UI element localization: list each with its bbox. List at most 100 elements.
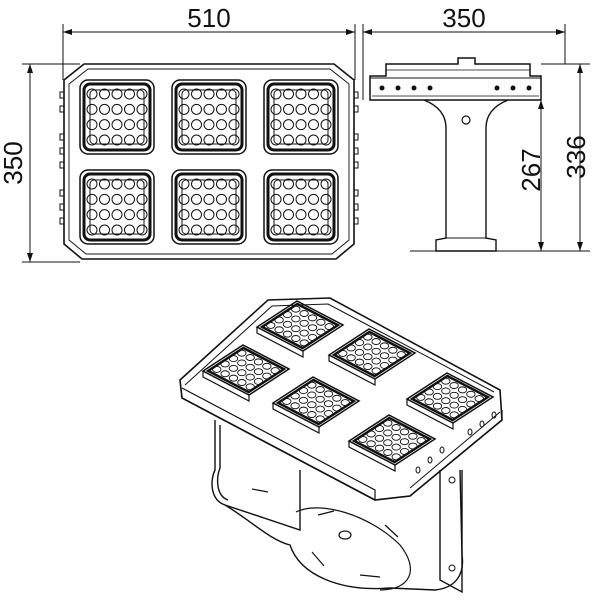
led-lens [298, 387, 309, 395]
led-lens [228, 209, 240, 221]
led-module [171, 169, 247, 245]
led-lens [399, 447, 410, 455]
led-lens [124, 178, 135, 190]
led-lens [316, 328, 326, 336]
led-lens [449, 401, 459, 409]
led-lens [191, 88, 202, 100]
fin [353, 189, 359, 197]
led-lens [99, 88, 110, 100]
fin [353, 105, 359, 113]
led-lens [282, 330, 293, 338]
fin [59, 133, 65, 141]
led-lens [408, 432, 418, 440]
led-lens [99, 178, 110, 190]
led-lens [228, 193, 240, 205]
led-lens [283, 119, 294, 131]
led-lens [408, 442, 418, 450]
led-lens [191, 193, 202, 205]
led-lens [178, 193, 190, 205]
led-lens [178, 178, 190, 190]
led-lens [388, 346, 398, 354]
led-lens [307, 333, 318, 341]
led-lens [308, 88, 319, 100]
led-lens [124, 88, 135, 100]
led-lens [391, 453, 401, 461]
screw-hole [526, 85, 532, 91]
led-lens [307, 314, 318, 322]
fin [59, 147, 65, 155]
led-lens [237, 369, 247, 377]
led-lens [308, 178, 319, 190]
led-lens [295, 224, 307, 236]
led-lens [307, 391, 317, 399]
led-lens [124, 103, 135, 115]
screw-hole [494, 85, 500, 91]
led-lens [136, 134, 148, 146]
led-lens [290, 392, 300, 400]
led-lens [86, 209, 98, 221]
led-lens [379, 342, 390, 350]
led-lens [363, 343, 373, 351]
screw-hole [427, 456, 433, 464]
led-lens [216, 193, 227, 205]
led-lens [441, 397, 451, 405]
led-lens [111, 119, 123, 131]
led-lens [270, 224, 282, 236]
led-lens [308, 224, 319, 236]
led-lens [449, 382, 459, 389]
led-lens [216, 209, 227, 221]
led-lens [366, 430, 376, 438]
led-lens [270, 119, 282, 131]
led-lens [374, 434, 385, 442]
led-lens [374, 444, 385, 452]
led-lens [178, 103, 190, 115]
led-lens [283, 88, 294, 100]
led-lens [295, 88, 307, 100]
led-lens [228, 374, 239, 382]
led-lens [358, 435, 368, 443]
led-lens [124, 209, 135, 221]
led-lens [346, 344, 356, 352]
led-lens [178, 119, 190, 131]
led-lens [315, 386, 325, 393]
iso-led-module [327, 328, 417, 386]
led-lens [136, 103, 148, 115]
fin [59, 189, 65, 197]
led-lens [237, 349, 247, 357]
led-lens [228, 364, 239, 372]
led-lens [86, 224, 98, 236]
led-lens [203, 178, 215, 190]
led-lens [203, 119, 215, 131]
led-lens [320, 103, 332, 115]
led-lens [371, 347, 381, 355]
led-lens [432, 402, 443, 410]
front-height-dimension: 350 [0, 63, 80, 263]
led-lens [86, 119, 98, 131]
side-total-height-dimension: 336 [500, 63, 591, 252]
led-module-grid [79, 79, 339, 245]
led-lens [324, 323, 334, 331]
led-lens [270, 103, 282, 115]
led-lens [245, 354, 255, 361]
led-lens [283, 134, 294, 146]
iso-screw-holes [415, 411, 497, 474]
led-lens [270, 178, 282, 190]
led-lens [203, 193, 215, 205]
side-bracket-height-label: 267 [516, 148, 546, 191]
led-lens [124, 134, 135, 146]
led-lens [220, 370, 230, 378]
led-lens [320, 119, 332, 131]
isometric-view [179, 297, 503, 594]
led-lens [111, 103, 123, 115]
led-lens [228, 224, 240, 236]
led-lens [216, 88, 227, 100]
led-lens [86, 103, 98, 115]
led-lens [270, 209, 282, 221]
led-lens [203, 134, 215, 146]
led-lens [383, 429, 393, 437]
fin [353, 133, 359, 141]
housing-outline [63, 63, 355, 260]
led-lens [216, 103, 227, 115]
led-lens [315, 405, 325, 413]
